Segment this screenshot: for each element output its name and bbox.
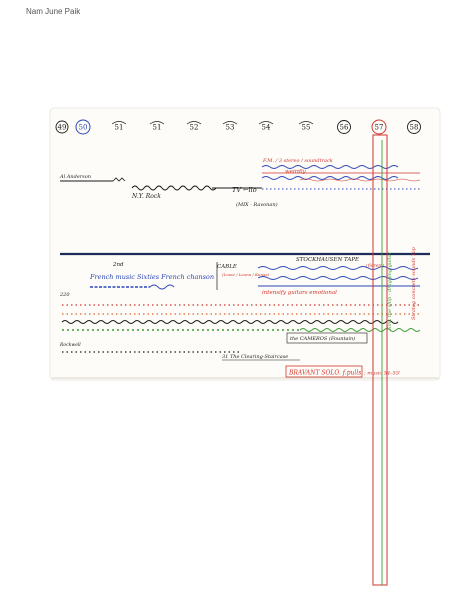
mix-label: (MIX - Ravonan)	[236, 201, 278, 208]
timeline-label: 52	[190, 124, 199, 132]
blue-wave-2	[261, 176, 399, 180]
artist-name-header: Nam June Paik	[26, 7, 81, 16]
timeline-label: 54	[262, 124, 271, 132]
fm-label: F.M. / 3 stereo / soundtrack	[262, 158, 333, 164]
timeline-label: 53	[226, 124, 235, 132]
top-track: Al Anderson N.Y. Rock TV ←llo (MIX - Rav…	[59, 158, 421, 208]
lower-left-small: 220	[59, 292, 70, 298]
red-wave-top	[299, 178, 421, 182]
timeline-marker-10: 57	[371, 119, 387, 135]
timeline-label: 50	[79, 124, 88, 132]
blue-wave-1	[261, 165, 399, 169]
score-card	[49, 107, 441, 381]
timeline-label: 55	[302, 124, 311, 132]
green-wave-line	[299, 328, 421, 332]
timeline-marker-8: 55	[298, 121, 314, 132]
stockhausen-sub-label: (fiorem)	[366, 262, 385, 269]
timeline-marker-6: 53	[222, 121, 238, 132]
timeline-marker-3: 51	[111, 121, 127, 132]
red-label: weirdly	[285, 169, 307, 175]
timeline-label: 51	[153, 124, 162, 132]
bottom-left-label: Rockwell	[59, 342, 81, 348]
timeline-marker-11: 58	[407, 120, 421, 134]
strokes-label: the CAMEROS (Fountain)	[290, 335, 355, 342]
timeline-label: 56	[340, 124, 349, 132]
intensity-label: intensify guitars emotional	[262, 290, 337, 296]
french-music-label: French music Sixties French chanson	[89, 273, 214, 281]
strokes-box	[286, 332, 368, 344]
timeline-marker-9: 56	[337, 120, 351, 134]
cable-label: CABLE	[217, 264, 237, 270]
timeline-label: 49	[58, 124, 67, 132]
lower-left-annotation: 2nd	[112, 262, 124, 268]
timeline-marker-4: 51	[149, 121, 165, 132]
cable-sub-label: (Louie / Leona / Kunas)	[222, 272, 270, 277]
stockhausen-wave-1	[257, 266, 419, 270]
solo-box	[285, 365, 363, 378]
top-track-left-annotation: Al Anderson	[59, 174, 91, 180]
stockhausen-label: STOCKHAUSEN TAPE	[296, 257, 359, 263]
green-vertical-label: Sink the ship - dragging guitar	[387, 251, 393, 330]
ny-rock-label: N.Y. Rock	[131, 193, 161, 200]
top-track-line-end	[112, 177, 126, 182]
french-music-wave	[149, 284, 175, 290]
black-wave-line	[61, 320, 399, 324]
footer-note: 31 The Clearing-Staircase	[222, 354, 288, 360]
tv-label: TV ←llo	[232, 186, 257, 194]
timeline-marker-1: 49	[55, 120, 69, 134]
timeline-label: 51	[115, 124, 124, 132]
timeline-marker-5: 52	[186, 121, 202, 132]
timeline-label: 57	[375, 124, 384, 132]
timeline-marker-2: 50	[75, 119, 91, 135]
timeline-label: 58	[410, 124, 419, 132]
timeline-marker-7: 54	[258, 121, 274, 132]
solo-label: BRAVANT SOLO. f.pulls	[288, 370, 361, 377]
red-vertical-box	[372, 134, 388, 586]
stockhausen-wave-2	[257, 276, 419, 280]
red-vertical-label: Strateg concrete sounds Top	[411, 246, 417, 320]
ny-rock-wave	[131, 185, 217, 191]
timeline: 49 50 51 51 52 53 54 55	[55, 119, 421, 135]
